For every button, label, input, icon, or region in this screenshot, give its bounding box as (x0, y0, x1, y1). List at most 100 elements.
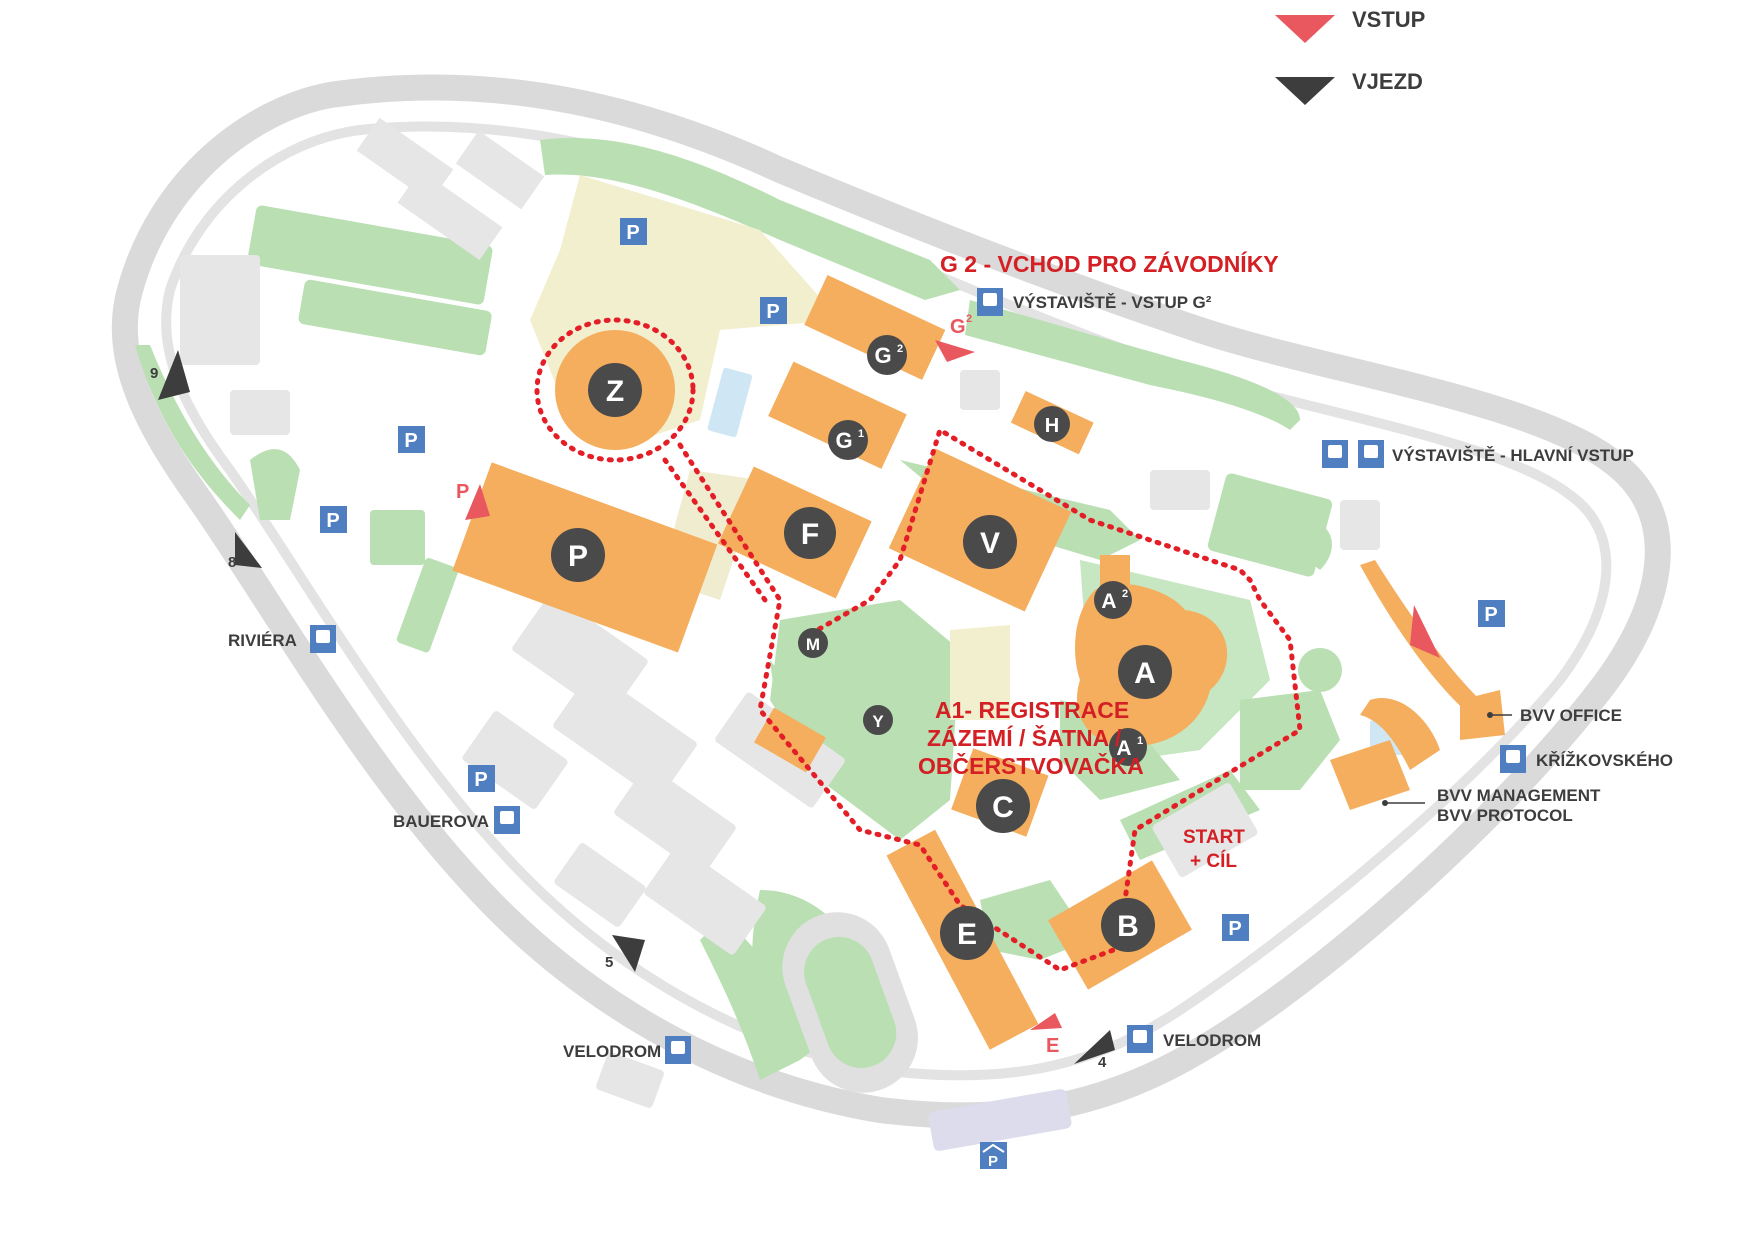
pavilion-z-label: Z (606, 375, 624, 408)
gate-5-label: 5 (605, 954, 613, 971)
pavilion-a2-superscript: 2 (1122, 588, 1128, 600)
bvv-protocol-label: BVV PROTOCOL (1437, 806, 1573, 825)
pavilion-p[interactable]: P (551, 528, 605, 582)
entrance-p-label: P (456, 481, 469, 503)
pavilion-e[interactable]: E (940, 906, 994, 960)
pavilion-g2-label: G (874, 343, 891, 368)
pavilion-f-label: F (801, 518, 819, 551)
svg-text:P: P (626, 222, 639, 244)
stop-vystaviste-g2[interactable]: VÝSTAVIŠTĚ - VSTUP G² (977, 288, 1212, 316)
pavilion-p-label: P (568, 540, 588, 573)
pavilion-y-label: Y (872, 712, 884, 731)
entrance-e-marker-icon (1030, 1013, 1062, 1030)
pavilion-a1-superscript: 1 (1137, 735, 1143, 747)
competitor-entrance-label: G 2 - VCHOD PRO ZÁVODNÍKY (940, 250, 1279, 277)
event-annotations: G 2 - VCHOD PRO ZÁVODNÍKY A1- REGISTRACE… (918, 250, 1279, 872)
pavilion-g1-superscript: 1 (858, 428, 864, 440)
pavilion-a2-label: A (1101, 590, 1116, 613)
bvv-management-label: BVV MANAGEMENT (1437, 786, 1601, 805)
pavilion-m[interactable]: M (798, 628, 828, 658)
stop-vystaviste-main-label: VÝSTAVIŠTĚ - HLAVNÍ VSTUP (1392, 446, 1634, 465)
svg-text:P: P (474, 769, 487, 791)
legend-entrance-label: VSTUP (1352, 7, 1425, 32)
bvv-office-label: BVV OFFICE (1520, 706, 1622, 725)
registration-label-line3: OBČERSTVOVAČKA (918, 752, 1144, 779)
parking-icon: P (1478, 600, 1505, 627)
entrance-markers: G 2 P E (456, 313, 1440, 1057)
gate-4-marker-icon (1074, 1030, 1115, 1064)
pavilion-g2-superscript: 2 (897, 343, 903, 355)
entrance-g2-superscript: 2 (966, 313, 972, 325)
entrance-g2-label: G (950, 316, 966, 338)
grey-buildings (180, 117, 1380, 1151)
stop-velodrom-right[interactable]: VELODROM (1127, 1025, 1261, 1053)
stop-velodrom-left-label: VELODROM (563, 1042, 661, 1061)
main-entrance-marker-icon (1410, 605, 1440, 658)
parking-icon: P (1222, 914, 1249, 941)
gate-5-marker-icon (612, 935, 645, 972)
finish-label: + CÍL (1190, 850, 1237, 872)
transit-stops: VÝSTAVIŠTĚ - VSTUP G² VÝSTAVIŠTĚ - HLAVN… (228, 288, 1673, 1064)
pavilion-a[interactable]: A (1118, 645, 1172, 699)
pavilion-h[interactable]: H (1034, 406, 1070, 442)
stop-riviera[interactable]: RIVIÉRA (228, 625, 336, 653)
parking-garage-icon: P (980, 1142, 1007, 1170)
pavilion-c-label: C (992, 791, 1014, 824)
vehicle-entry-marker-icon (1275, 77, 1335, 105)
parking-badges: P P P P P P P P (320, 218, 1505, 1170)
stop-vystaviste-g2-label: VÝSTAVIŠTĚ - VSTUP G² (1013, 293, 1212, 312)
pavilion-a1-label: A (1116, 737, 1131, 760)
stop-vystaviste-main[interactable]: VÝSTAVIŠTĚ - HLAVNÍ VSTUP (1322, 440, 1634, 468)
pavilion-h-label: H (1045, 415, 1059, 437)
parking-icon: P (320, 506, 347, 533)
stop-krizkovskeho-label: KŘÍŽKOVSKÉHO (1536, 751, 1673, 770)
entrance-e-label: E (1046, 1035, 1059, 1057)
pavilion-g1-label: G (835, 428, 852, 453)
svg-text:P: P (988, 1153, 998, 1170)
stop-bauerova-label: BAUEROVA (393, 812, 489, 831)
pavilion-f[interactable]: F (784, 507, 836, 559)
svg-text:P: P (1484, 604, 1497, 626)
entrance-p-marker-icon (465, 484, 490, 520)
stop-bauerova[interactable]: BAUEROVA (393, 806, 520, 834)
pavilion-v[interactable]: V (963, 515, 1017, 569)
entrance-marker-icon (1275, 15, 1335, 43)
stop-krizkovskeho[interactable]: KŘÍŽKOVSKÉHO (1500, 745, 1673, 773)
svg-text:P: P (1228, 918, 1241, 940)
svg-text:P: P (326, 510, 339, 532)
pavilion-b[interactable]: B (1101, 898, 1155, 952)
pavilion-a-label: A (1134, 657, 1156, 690)
stop-velodrom-left[interactable]: VELODROM (563, 1036, 691, 1064)
gate-9-label: 9 (150, 365, 158, 382)
gate-9-marker-icon (158, 350, 190, 400)
svg-text:P: P (766, 301, 779, 323)
parking-icon: P (398, 426, 425, 453)
pavilion-m-label: M (806, 635, 820, 654)
pavilion-z[interactable]: Z (588, 363, 642, 417)
pavilion-b-label: B (1117, 910, 1139, 943)
registration-label-line1: A1- REGISTRACE (935, 697, 1129, 723)
pavilion-y[interactable]: Y (863, 705, 893, 735)
stop-velodrom-right-label: VELODROM (1163, 1031, 1261, 1050)
parking-icon: P (760, 297, 787, 324)
gate-8-marker-icon (235, 532, 262, 568)
gate-8-label: 8 (228, 554, 236, 571)
pavilion-e-label: E (957, 918, 977, 951)
stadium (782, 912, 918, 1093)
legend-vehicle-entry-label: VJEZD (1352, 69, 1423, 94)
parking-icon: P (620, 218, 647, 245)
pavilion-c[interactable]: C (976, 779, 1030, 833)
registration-label-line2: ZÁZEMÍ / ŠATNA / (927, 724, 1122, 751)
bvv-offices: BVV OFFICE BVV MANAGEMENT BVV PROTOCOL (1382, 706, 1622, 825)
svg-text:P: P (404, 430, 417, 452)
vehicle-entry-markers: 9 8 5 4 (150, 350, 1115, 1071)
stop-riviera-label: RIVIÉRA (228, 631, 297, 650)
event-route (534, 317, 1303, 973)
parking-icon: P (468, 765, 495, 792)
pavilion-v-label: V (980, 527, 1000, 560)
